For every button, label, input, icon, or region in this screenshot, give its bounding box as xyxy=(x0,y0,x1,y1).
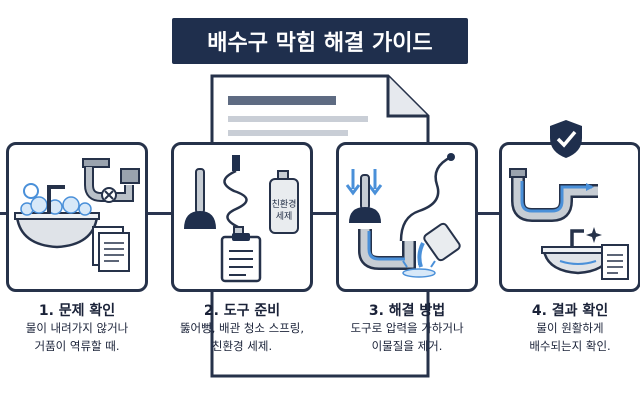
step-card-2: 친환경 세제 xyxy=(171,142,313,292)
bottle-label-line-2: 세제 xyxy=(276,211,293,222)
step-4-title: 4. 결과 확인 xyxy=(531,303,609,319)
bottle-label-line-1: 친환경 xyxy=(272,198,297,210)
step-1-desc-line-2: 거품이 역류할 때. xyxy=(34,339,120,353)
drain-snake-icon xyxy=(399,153,455,242)
step-4-desc-line-1: 물이 원활하게 xyxy=(536,321,604,335)
document-stack-icon xyxy=(92,226,130,272)
detergent-bottle-icon xyxy=(417,222,461,268)
shield-check-icon xyxy=(550,120,582,158)
drain-pipe-icon xyxy=(358,229,416,270)
drain-snake-icon xyxy=(223,155,248,242)
step-1-title: 1. 문제 확인 xyxy=(38,303,116,319)
detergent-bottle-icon: 친환경 세제 xyxy=(269,170,299,234)
step-3-desc-line-2: 이물질을 제거. xyxy=(371,339,443,353)
plunger-icon xyxy=(349,174,381,223)
page-title: 배수구 막힘 해결 가이드 xyxy=(172,18,468,64)
step-card-3 xyxy=(336,142,478,292)
step-2-desc-line-1: 뚫어뻥, 배관 청소 스프링, xyxy=(179,321,305,335)
step-1-desc-line-1: 물이 내려가지 않거나 xyxy=(25,321,129,335)
step-3-title: 3. 해결 방법 xyxy=(368,303,446,319)
connector-line xyxy=(143,212,173,215)
step-2-desc-line-2: 친환경 세제. xyxy=(211,339,273,353)
plunger-icon xyxy=(184,168,216,229)
clogged-pipe-icon xyxy=(82,158,140,203)
step-3-desc-line-1: 도구로 압력을 가하거나 xyxy=(350,321,464,335)
clear-pipe-icon xyxy=(509,168,598,222)
sparkle-icon xyxy=(586,227,602,243)
clipboard-icon xyxy=(220,233,262,283)
pressure-arrows-icon xyxy=(345,169,383,196)
step-2-title: 2. 도구 준비 xyxy=(203,303,281,319)
connector-line xyxy=(308,212,338,215)
connector-line xyxy=(473,212,503,215)
water-drain-icon xyxy=(402,259,436,278)
sink-foam-icon xyxy=(14,183,100,249)
document-icon xyxy=(601,244,629,280)
step-4-desc-line-2: 배수되는지 확인. xyxy=(529,339,611,353)
step-card-4 xyxy=(499,142,640,292)
step-card-1 xyxy=(6,142,148,292)
